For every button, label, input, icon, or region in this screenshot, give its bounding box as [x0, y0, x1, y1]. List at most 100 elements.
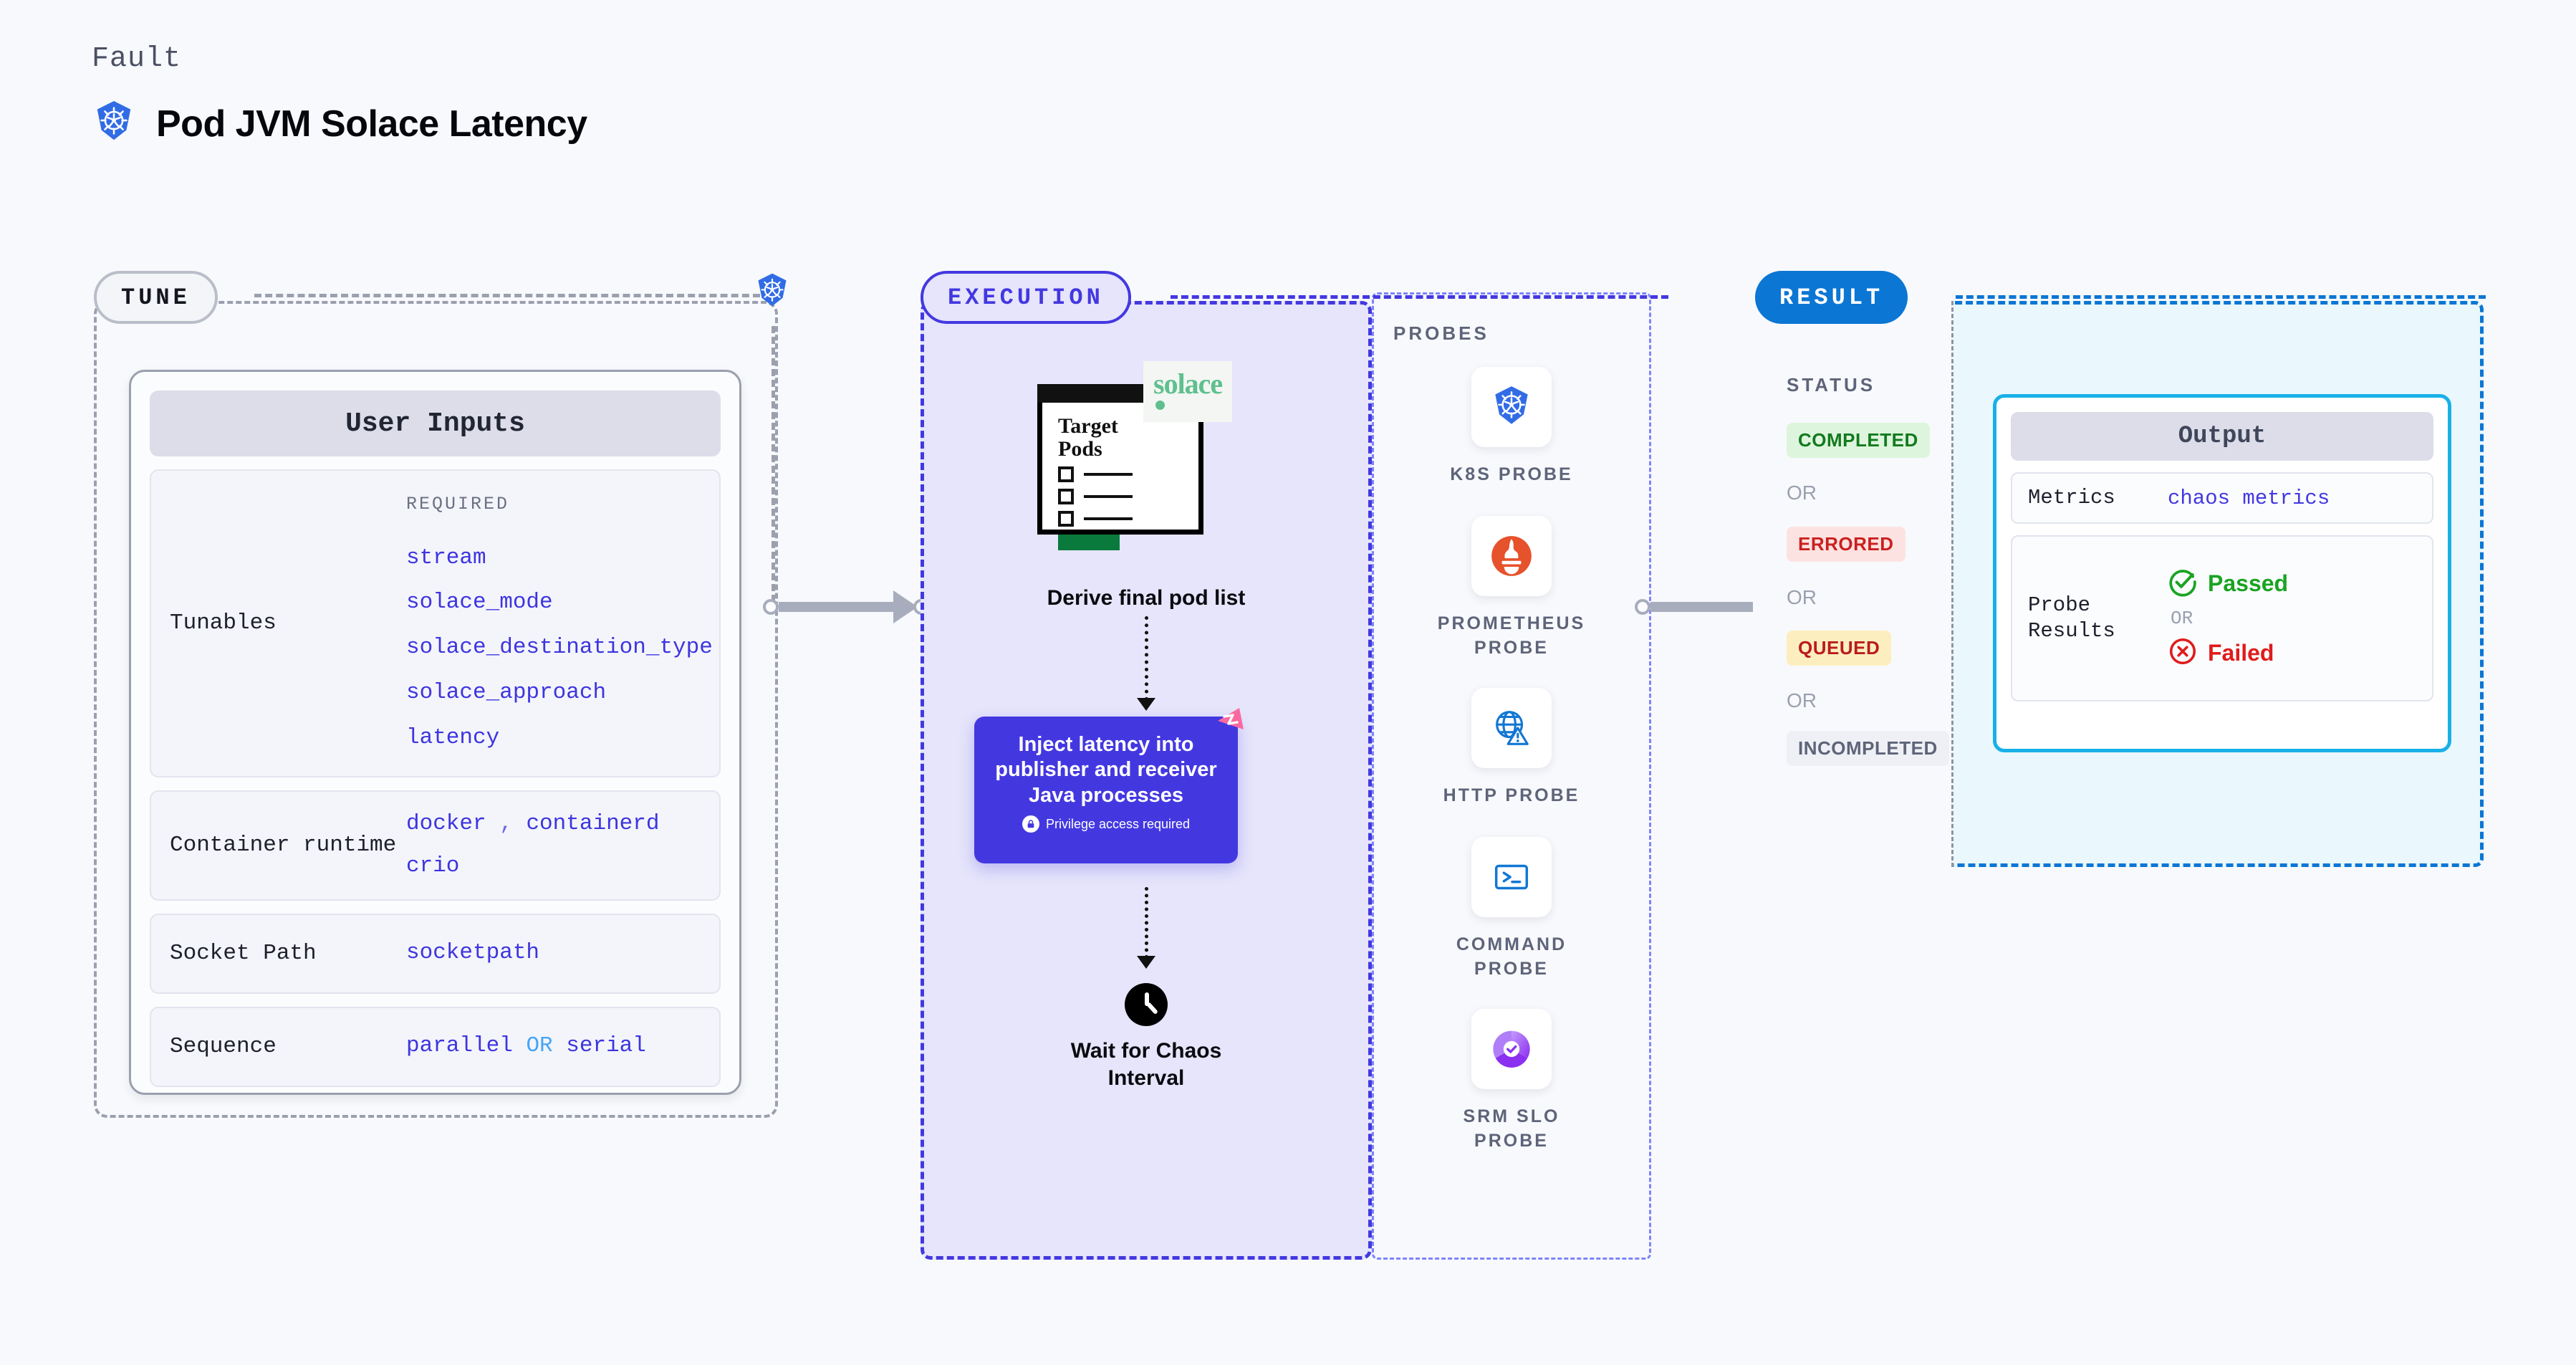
- probe-srm-slo[interactable]: SRM SLO PROBE: [1429, 1009, 1594, 1154]
- status-badge-incompleted: INCOMPLETED: [1787, 731, 1949, 766]
- user-inputs-card: User Inputs Tunables REQUIRED stream sol…: [129, 370, 741, 1095]
- socket-path-label: Socket Path: [170, 940, 317, 966]
- target-pods-graphic: Target Pods solace: [1037, 361, 1233, 550]
- tunable-item[interactable]: solace_mode: [406, 590, 553, 616]
- runtime-crio[interactable]: crio: [406, 853, 460, 878]
- probe-label: PROMETHEUS PROBE: [1437, 613, 1586, 658]
- fault-kicker: Fault: [92, 43, 182, 75]
- tune-pill[interactable]: TUNE: [94, 271, 218, 324]
- pod-list-item: [1058, 511, 1198, 527]
- line-placeholder: [1084, 517, 1133, 520]
- sequence-separator: OR: [526, 1033, 553, 1059]
- probe-label: HTTP PROBE: [1443, 785, 1580, 805]
- probes-title: PROBES: [1393, 322, 1489, 344]
- tunables-row: Tunables REQUIRED stream solace_mode sol…: [150, 469, 721, 777]
- status-title: STATUS: [1787, 374, 1876, 396]
- probe-results-values: Passed OR Failed: [2168, 567, 2288, 670]
- result-connector-line: [1956, 295, 2486, 299]
- clock-icon: [1125, 983, 1168, 1026]
- container-runtime-row: Container runtime docker , containerd cr…: [150, 790, 721, 901]
- line-placeholder: [1084, 495, 1133, 498]
- litmus-ribbon-icon: [1208, 705, 1248, 749]
- status-badge-completed: COMPLETED: [1787, 423, 1930, 458]
- required-label: REQUIRED: [406, 494, 510, 515]
- wait-label-line1: Wait for Chaos: [1070, 1039, 1222, 1063]
- sequence-label: Sequence: [170, 1033, 277, 1059]
- result-status-panel: [1753, 301, 1953, 867]
- connector-knob: [1635, 599, 1650, 615]
- title-row: Pod JVM Solace Latency: [92, 100, 587, 148]
- checkbox-icon: [1058, 466, 1074, 482]
- probe-results-label: Probe Results: [2028, 593, 2115, 643]
- flow-arrowhead: [1137, 956, 1155, 969]
- passed-label: Passed: [2208, 570, 2289, 597]
- container-runtime-values: docker , containerd crio: [406, 803, 659, 888]
- solace-dot-icon: [1155, 401, 1165, 410]
- target-pods-title-line2: Pods: [1058, 436, 1102, 461]
- value-separator: ,: [499, 811, 513, 836]
- sequence-serial[interactable]: serial: [566, 1033, 646, 1059]
- kubernetes-icon: [1471, 367, 1552, 447]
- solace-wordmark: solace: [1153, 368, 1223, 400]
- line-placeholder: [1084, 473, 1133, 476]
- tune-connector-line: [254, 294, 760, 297]
- probe-http[interactable]: HTTP PROBE: [1429, 688, 1594, 808]
- runtime-containerd[interactable]: containerd: [526, 811, 660, 836]
- check-circle-icon: [2168, 567, 2198, 600]
- result-pill[interactable]: RESULT: [1755, 271, 1908, 324]
- inject-latency-step: Inject latency into publisher and receiv…: [974, 708, 1244, 863]
- metrics-label: Metrics: [2028, 486, 2115, 509]
- prometheus-icon: [1471, 516, 1552, 596]
- x-circle-icon: [2168, 636, 2198, 670]
- socket-path-value[interactable]: socketpath: [406, 940, 540, 966]
- sequence-row: Sequence parallel OR serial: [150, 1006, 721, 1087]
- tunable-item[interactable]: solace_destination_type: [406, 635, 713, 661]
- metrics-row: Metrics chaos metrics: [2011, 472, 2433, 525]
- metrics-value[interactable]: chaos metrics: [2168, 486, 2330, 510]
- sequence-values: parallel OR serial: [406, 1025, 646, 1068]
- socket-path-row: Socket Path socketpath: [150, 913, 721, 994]
- sequence-parallel[interactable]: parallel: [406, 1033, 513, 1059]
- flow-arrowhead: [1137, 698, 1155, 711]
- privilege-note: Privilege access required: [991, 815, 1221, 833]
- http-globe-icon: [1471, 688, 1552, 768]
- tunable-item[interactable]: latency: [406, 725, 500, 751]
- probe-prometheus[interactable]: PROMETHEUS PROBE: [1429, 516, 1594, 661]
- probe-result-or: OR: [2171, 608, 2193, 630]
- page-title: Pod JVM Solace Latency: [156, 102, 587, 145]
- output-card: Output Metrics chaos metrics Probe Resul…: [1993, 394, 2451, 752]
- tunable-item[interactable]: stream: [406, 545, 486, 570]
- kubernetes-icon: [754, 272, 791, 313]
- green-bar: [1058, 535, 1120, 550]
- flow-arrow-line: [1145, 887, 1148, 959]
- probe-result-failed: Failed: [2168, 636, 2288, 670]
- probes-stage: [1372, 292, 1651, 1260]
- status-badge-errored: ERRORED: [1787, 527, 1905, 562]
- lock-icon: [1022, 815, 1039, 833]
- page-header: Fault: [92, 43, 587, 148]
- checkbox-icon: [1058, 511, 1074, 527]
- probe-label: COMMAND PROBE: [1456, 934, 1567, 979]
- user-inputs-title: User Inputs: [150, 391, 721, 456]
- pod-list-item: [1058, 466, 1198, 482]
- connector-bar: [779, 602, 893, 612]
- failed-label: Failed: [2208, 640, 2274, 666]
- wait-for-chaos-interval-label: Wait for Chaos Interval: [921, 1038, 1372, 1091]
- probe-label: K8S PROBE: [1450, 464, 1573, 484]
- tunables-values: REQUIRED stream solace_mode solace_desti…: [406, 487, 713, 760]
- probe-label: SRM SLO PROBE: [1463, 1106, 1560, 1151]
- tune-stage: [94, 301, 778, 1118]
- srm-slo-icon: [1471, 1009, 1552, 1089]
- checkbox-icon: [1058, 489, 1074, 504]
- output-title: Output: [2011, 412, 2433, 461]
- runtime-docker[interactable]: docker: [406, 811, 486, 836]
- pod-list-item: [1058, 489, 1198, 504]
- probe-k8s[interactable]: K8S PROBE: [1429, 367, 1594, 487]
- connector-bar: [1650, 602, 1765, 612]
- terminal-icon: [1471, 837, 1552, 917]
- container-runtime-label: Container runtime: [170, 833, 397, 858]
- tunable-item[interactable]: solace_approach: [406, 680, 607, 706]
- solace-logo: solace: [1143, 361, 1233, 422]
- probe-command[interactable]: COMMAND PROBE: [1429, 837, 1594, 982]
- execution-pill[interactable]: EXECUTION: [921, 271, 1131, 324]
